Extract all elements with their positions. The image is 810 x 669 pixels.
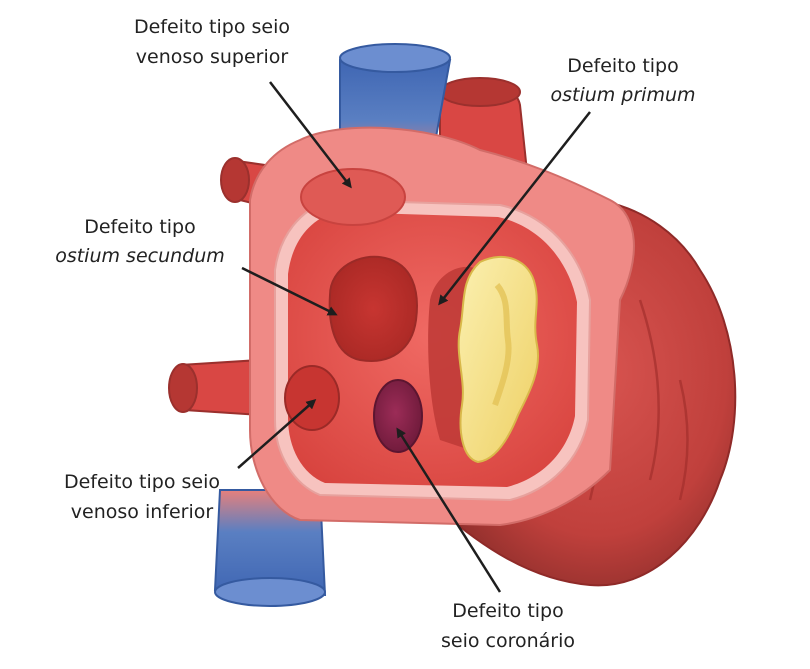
label-seio-venoso-superior: Defeito tipo seio venoso superior xyxy=(134,16,290,68)
label-secundum-line2: ostium secundum xyxy=(55,245,225,267)
arrow-seio-venoso-inferior xyxy=(237,399,317,469)
label-seio-coronario: Defeito tipo seio coronário xyxy=(441,600,575,652)
label-coronario-line2: seio coronário xyxy=(441,630,575,652)
arrow-ostium-secundum xyxy=(241,266,338,316)
valve-leaflets xyxy=(457,256,539,464)
ostium-secundum-defect xyxy=(328,255,418,362)
sinus-venosus-superior-defect xyxy=(300,168,406,226)
ivc-opening xyxy=(214,577,326,607)
arrow-seio-venoso-superior xyxy=(269,81,352,189)
arrow-ostium-primum xyxy=(438,111,591,306)
label-inferior-line1: Defeito tipo seio xyxy=(64,471,220,493)
pulmonary-vein-upper-opening xyxy=(220,157,250,203)
label-coronario-line1: Defeito tipo xyxy=(452,600,564,622)
pulmonary-vein-lower-opening xyxy=(168,363,198,413)
label-ostium-primum: Defeito tipo ostium primum xyxy=(550,55,695,106)
label-superior-line1: Defeito tipo seio xyxy=(134,16,290,38)
coronary-sinus-defect xyxy=(373,379,423,453)
label-primum-line2: ostium primum xyxy=(550,84,695,106)
label-primum-line1: Defeito tipo xyxy=(567,55,679,77)
label-seio-venoso-inferior: Defeito tipo seio venoso inferior xyxy=(64,471,220,523)
label-ostium-secundum: Defeito tipo ostium secundum xyxy=(55,216,225,267)
valve-leaflet-fold xyxy=(492,283,512,406)
label-inferior-line2: venoso inferior xyxy=(71,501,214,523)
label-superior-line2: venoso superior xyxy=(136,46,289,68)
svc-opening xyxy=(339,43,451,73)
arrow-seio-coronario xyxy=(396,427,502,593)
aorta-opening xyxy=(439,77,521,107)
label-secundum-line1: Defeito tipo xyxy=(84,216,196,238)
